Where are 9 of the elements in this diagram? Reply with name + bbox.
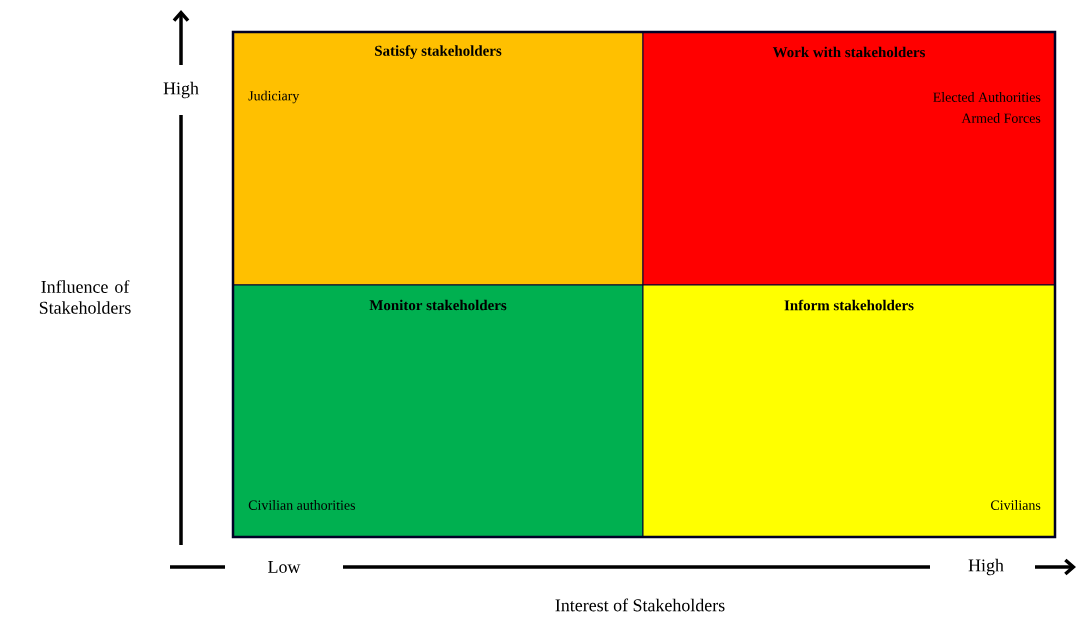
axis-label: Low	[268, 561, 301, 573]
axis-label: Interest of Stakeholders	[555, 598, 725, 612]
quadrant-box: Work with stakeholders Elected Authorities Armed Forces	[642, 31, 1056, 286]
axis-label: High	[968, 558, 1004, 576]
quadrant-box: Monitor stakeholders Civilian authorities	[232, 284, 644, 538]
quadrant-box: Inform stakeholders Civilians	[642, 284, 1056, 538]
axis-label: High	[163, 81, 199, 99]
axis-label: Influence of Stakeholders	[39, 280, 131, 314]
quadrant-box: Satisfy stakeholders Judiciary	[232, 31, 644, 286]
